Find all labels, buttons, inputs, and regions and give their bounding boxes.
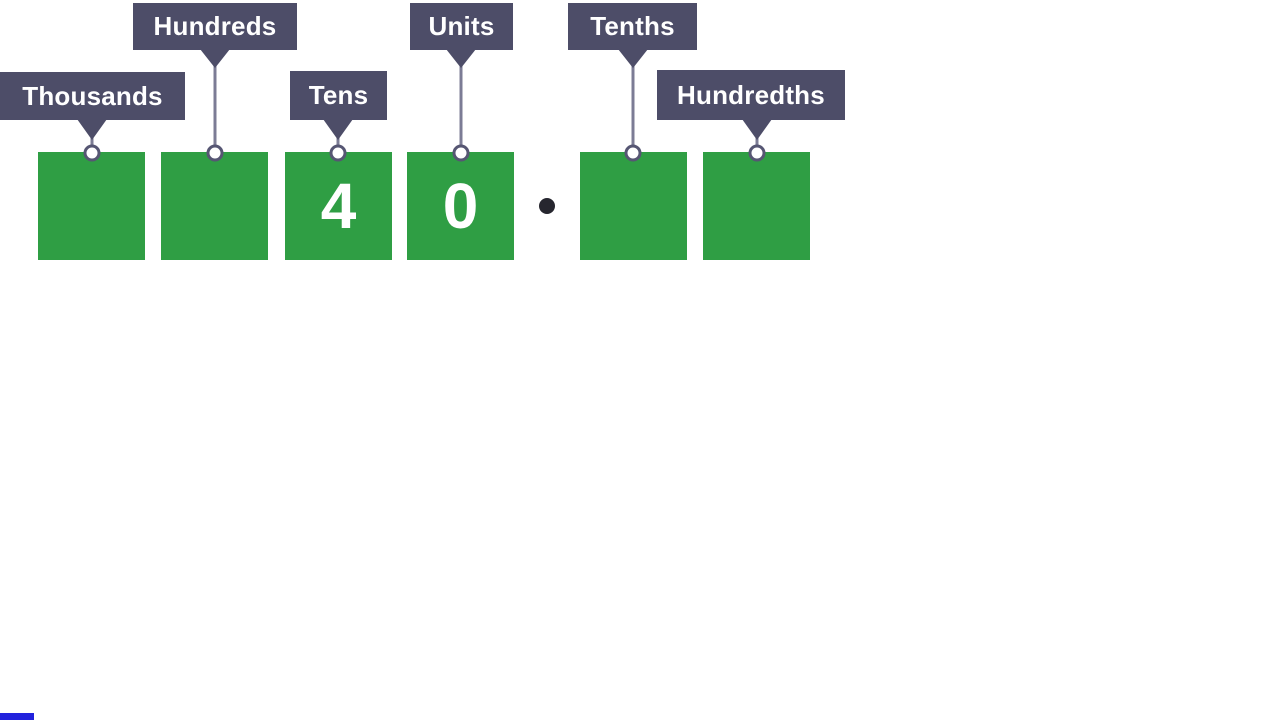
corner-blue-mark	[0, 713, 34, 720]
label-tenths: Tenths	[568, 3, 697, 50]
digit-box-tens: 4	[285, 152, 392, 260]
pointer-triangle	[77, 119, 107, 140]
label-hundreds: Hundreds	[133, 3, 297, 50]
connector-hundreds	[200, 49, 230, 162]
pointer-triangle	[742, 119, 772, 140]
pointer-triangle	[200, 49, 230, 68]
label-thousands: Thousands	[0, 72, 185, 120]
label-hundredths: Hundredths	[657, 70, 845, 120]
decimal-point-dot	[539, 198, 555, 214]
connector-tenths	[618, 49, 648, 162]
digit-box-units: 0	[407, 152, 514, 260]
digit-box-hundreds	[161, 152, 268, 260]
pointer-triangle	[446, 49, 476, 68]
digit-box-hundredths	[703, 152, 810, 260]
label-tens: Tens	[290, 71, 387, 120]
connector-units	[446, 49, 476, 162]
digit-box-thousands	[38, 152, 145, 260]
pointer-triangle	[618, 49, 648, 68]
pointer-triangle	[323, 119, 353, 140]
label-units: Units	[410, 3, 513, 50]
digit-box-tenths	[580, 152, 687, 260]
